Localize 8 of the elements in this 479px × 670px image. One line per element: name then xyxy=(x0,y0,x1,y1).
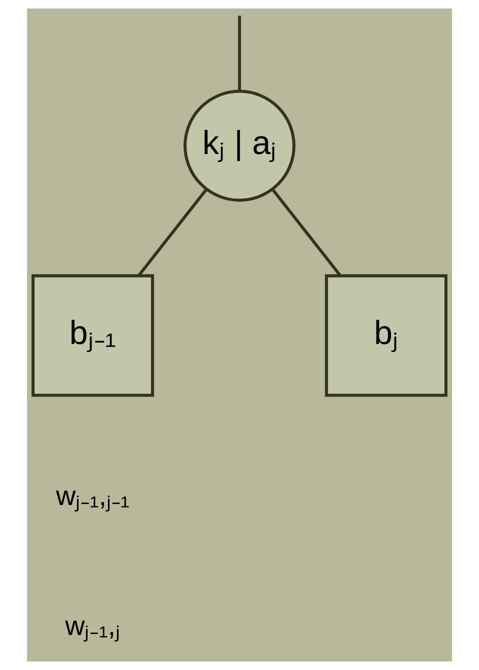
connector xyxy=(238,16,242,92)
connector xyxy=(271,188,342,276)
label: wⱼ₋₁,ⱼ xyxy=(65,610,120,641)
connector xyxy=(138,188,208,276)
node-box: bⱼ xyxy=(324,274,448,397)
label: wⱼ₋₁,ⱼ₋₁ xyxy=(56,480,130,511)
node-circle: kⱼ | aⱼ xyxy=(184,90,296,202)
node-box: bⱼ₋₁ xyxy=(32,274,154,397)
